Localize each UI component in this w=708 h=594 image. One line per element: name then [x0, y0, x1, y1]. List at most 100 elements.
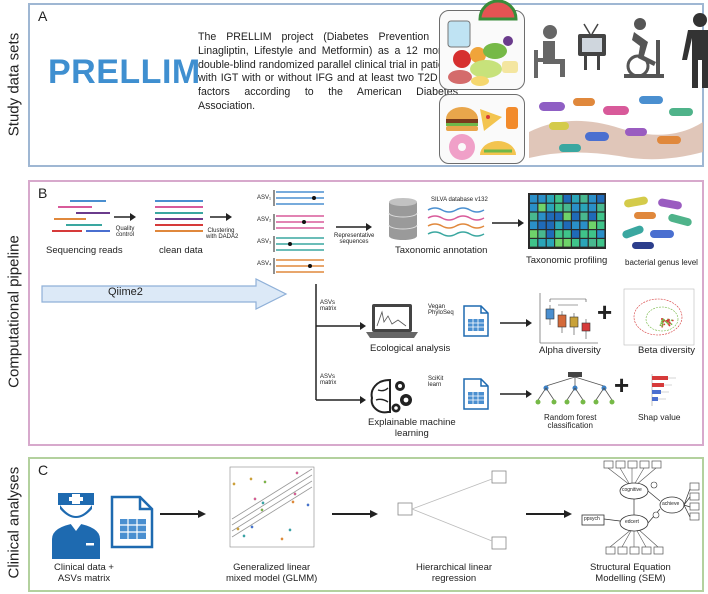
panel-letter-a: A [38, 8, 48, 24]
asv-4-label: ASV₄ [257, 261, 272, 267]
alpha-diversity-label: Alpha diversity [539, 345, 601, 356]
glmm-point [253, 497, 257, 501]
beta-point [664, 320, 667, 323]
heatmap-cell [588, 203, 596, 212]
sem-node-cognitive: cognitive [622, 487, 642, 493]
heatmap-cell [580, 221, 588, 229]
heatmap-cell [572, 212, 580, 221]
junk-food-icon [446, 107, 518, 160]
heatmap-cell [563, 212, 571, 221]
junk-food-image [439, 94, 525, 164]
heatmap-cell [572, 203, 580, 212]
heatmap-cell [580, 230, 588, 238]
heatmap-cell [530, 221, 538, 229]
heatmap-cell [555, 230, 563, 238]
glmm-point [236, 527, 240, 531]
bacterial-genus-icon [622, 196, 692, 249]
sequencing-reads-label: Sequencing reads [46, 245, 123, 256]
laptop-icon [366, 304, 418, 338]
heatmap-cell [563, 230, 571, 238]
sitting-person-icon [534, 25, 565, 78]
heatmap-cell [530, 230, 538, 238]
heatmap-cell [538, 239, 546, 247]
arrow-4 [492, 219, 524, 227]
taxonomic-annotation-label: Taxonomic annotation [395, 245, 488, 256]
heatmap-cell [597, 221, 605, 229]
heatmap-cell [580, 203, 588, 212]
heatmap-cell [538, 203, 546, 212]
clinical-document-icon [110, 495, 154, 549]
beta-point [668, 321, 671, 324]
glmm-point [295, 471, 299, 475]
arrow-7 [160, 510, 206, 518]
heatmap-cell [597, 195, 605, 203]
heatmap-cell [546, 221, 554, 229]
qiime2-label: Qiime2 [108, 286, 143, 298]
heatmap-cell [546, 239, 554, 247]
panel-study-data-sets: A PRELLIM The PRELLIM project (Diabetes … [28, 0, 708, 167]
database-icon [388, 198, 418, 240]
glmm-point [291, 500, 295, 504]
lifestyle-icons [534, 13, 708, 88]
heatmap-cell [588, 195, 596, 203]
heatmap-cell [538, 221, 546, 229]
glmm-point [250, 525, 254, 529]
arrow-8 [332, 510, 378, 518]
beta-point [670, 323, 673, 326]
glmm-point [260, 508, 264, 512]
heatmap-cell [555, 203, 563, 212]
beta-point [659, 324, 662, 327]
heatmap-cell [546, 195, 554, 203]
heatmap-cell [538, 195, 546, 203]
tv-icon [578, 23, 606, 70]
side-label-study-data-sets: Study data sets [5, 32, 23, 137]
heatmap-cell [563, 203, 571, 212]
heatmap-cell [580, 195, 588, 203]
sem-node-ppsych: ppsych [584, 516, 600, 522]
heatmap-cell [597, 239, 605, 247]
healthy-food-icon [447, 0, 518, 86]
glmm-point [293, 492, 297, 496]
panel-letter-c: C [38, 462, 49, 478]
plus-sign-2: + [614, 370, 630, 400]
heatmap-cell [580, 239, 588, 247]
heatmap-cell [588, 212, 596, 221]
heatmap-cell [555, 221, 563, 229]
sem-diagram [581, 460, 700, 555]
heatmap-cell [588, 230, 596, 238]
arrow-2 [210, 213, 232, 221]
glmm-point [242, 534, 246, 538]
ecological-analysis-label: Ecological analysis [370, 343, 451, 354]
arrow-6 [500, 390, 532, 398]
glmm-scatter-plot [229, 466, 315, 548]
heatmap-cell [563, 239, 571, 247]
healthy-food-image [439, 0, 525, 90]
heatmap-cell [563, 195, 571, 203]
heatmap-cell [555, 195, 563, 203]
beta-point [663, 323, 666, 326]
shap-value-plot [651, 374, 676, 406]
beta-point [662, 319, 665, 321]
beta-diversity-plot [623, 288, 695, 346]
side-label-clinical-analyses: Clinical analyses [5, 466, 23, 579]
beta-point [668, 323, 670, 326]
taxonomic-heatmap-icon [528, 193, 606, 249]
heatmap-cell [580, 212, 588, 221]
clean-data-label: clean data [159, 245, 203, 256]
beta-point [660, 320, 663, 322]
shap-value-label: Shap value [638, 412, 681, 422]
heatmap-cell [546, 230, 554, 238]
document-icon-1 [463, 305, 489, 337]
heatmap-cell [572, 221, 580, 229]
asv-1-label: ASV₁ [257, 195, 272, 201]
heatmap-cell [530, 239, 538, 247]
project-description: The PRELLIM project (Diabetes Prevention… [198, 31, 458, 112]
